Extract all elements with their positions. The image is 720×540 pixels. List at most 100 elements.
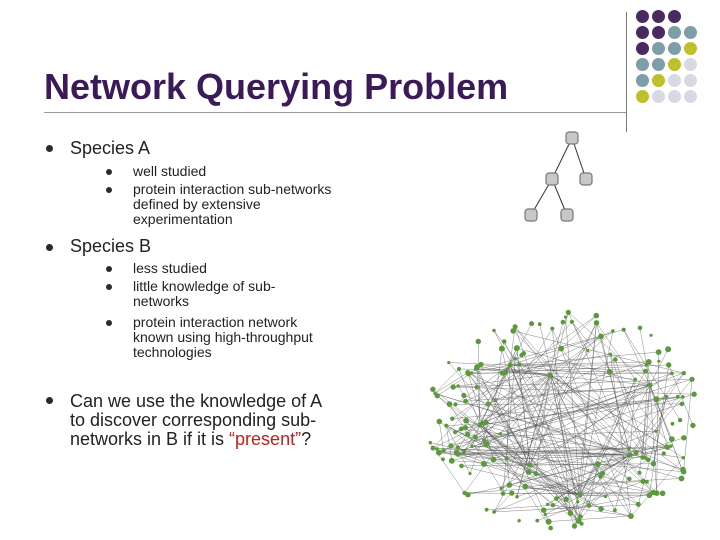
slide-title: Network Querying Problem: [44, 66, 509, 107]
network-node: [598, 506, 604, 512]
network-node: [461, 450, 467, 455]
network-edge: [623, 329, 681, 421]
network-edge: [493, 330, 632, 517]
network-node: [446, 401, 453, 407]
network-edge: [453, 379, 693, 388]
network-node: [482, 419, 489, 426]
network-node: [512, 324, 518, 330]
network-node: [453, 402, 458, 407]
node: [579, 172, 593, 186]
network-node: [554, 496, 559, 501]
network-node: [465, 431, 471, 437]
network-edge: [432, 424, 481, 449]
network-node: [506, 482, 513, 488]
network-node: [664, 394, 669, 399]
network-node: [485, 401, 491, 407]
network-edge: [556, 498, 579, 522]
network-node: [643, 368, 648, 374]
network-edge: [501, 348, 530, 473]
network-node: [483, 441, 490, 448]
network-node: [526, 469, 532, 475]
network-edge: [649, 364, 669, 496]
network-node: [593, 312, 600, 319]
decor-dot: [684, 74, 697, 87]
network-node: [513, 356, 517, 360]
network-edge: [475, 430, 656, 438]
network-edge: [610, 354, 632, 517]
network-node: [633, 377, 638, 382]
network-node: [678, 475, 685, 482]
network-node: [670, 371, 674, 376]
network-node: [468, 471, 472, 476]
network-node: [501, 339, 507, 344]
network-edge: [503, 341, 590, 506]
network-node: [608, 352, 613, 357]
network-node: [670, 421, 675, 426]
network-edge: [525, 478, 682, 487]
network-edge: [514, 326, 631, 456]
network-node: [455, 445, 460, 450]
network-edge: [515, 358, 629, 449]
network-edge: [642, 361, 649, 458]
network-node: [456, 384, 460, 388]
network-node: [548, 525, 553, 531]
network-node: [545, 502, 550, 506]
question-end: ?: [301, 429, 312, 449]
network-node: [463, 417, 469, 424]
decor-dot: [652, 90, 665, 103]
species-a-heading: Species A: [70, 138, 151, 158]
network-edge: [545, 459, 649, 515]
bullet-icon: [106, 266, 112, 272]
network-node: [563, 496, 569, 502]
network-node: [571, 523, 578, 529]
network-node: [650, 461, 657, 467]
network-edge: [448, 362, 581, 517]
network-edge: [467, 434, 657, 494]
title-rule: [44, 112, 626, 113]
decor-dot: [652, 74, 665, 87]
network-node: [675, 394, 680, 399]
network-edge: [464, 492, 651, 495]
network-edge: [549, 374, 654, 493]
network-edge: [479, 336, 602, 424]
decor-dot: [668, 26, 681, 39]
network-node: [490, 456, 497, 463]
network-node: [635, 501, 641, 507]
network-edge: [446, 423, 480, 426]
network-edge: [501, 430, 656, 489]
decor-dot: [684, 42, 697, 55]
network-edge: [509, 364, 636, 380]
protein-network-illustration: [428, 309, 697, 531]
network-node: [470, 444, 474, 449]
network-edge: [552, 328, 632, 517]
network-edge: [509, 364, 582, 524]
network-node: [463, 398, 468, 404]
decor-dot: [668, 90, 681, 103]
network-node: [563, 315, 568, 319]
network-edge: [649, 372, 684, 386]
network-node: [461, 392, 467, 398]
network-edge: [514, 326, 551, 376]
species-b-point: protein interaction network known using …: [133, 314, 313, 360]
network-edge: [466, 420, 682, 479]
network-edge: [430, 442, 465, 494]
network-node: [606, 369, 613, 375]
network-node: [478, 361, 484, 368]
network-edge: [471, 364, 511, 374]
network-node: [492, 510, 496, 514]
network-hub-node: [547, 372, 553, 378]
network-node: [450, 384, 456, 390]
network-edge: [438, 452, 494, 460]
decor-dot: [636, 58, 649, 71]
network-node: [640, 478, 646, 484]
network-edge: [449, 403, 502, 489]
network-node: [681, 435, 687, 441]
network-edge: [513, 330, 637, 453]
network-node: [575, 518, 582, 524]
network-node: [473, 434, 478, 440]
bullet-icon: [106, 169, 112, 175]
bullet-icon: [106, 320, 112, 326]
network-edge: [467, 372, 684, 472]
network-node: [537, 322, 542, 327]
network-edge: [434, 393, 631, 456]
